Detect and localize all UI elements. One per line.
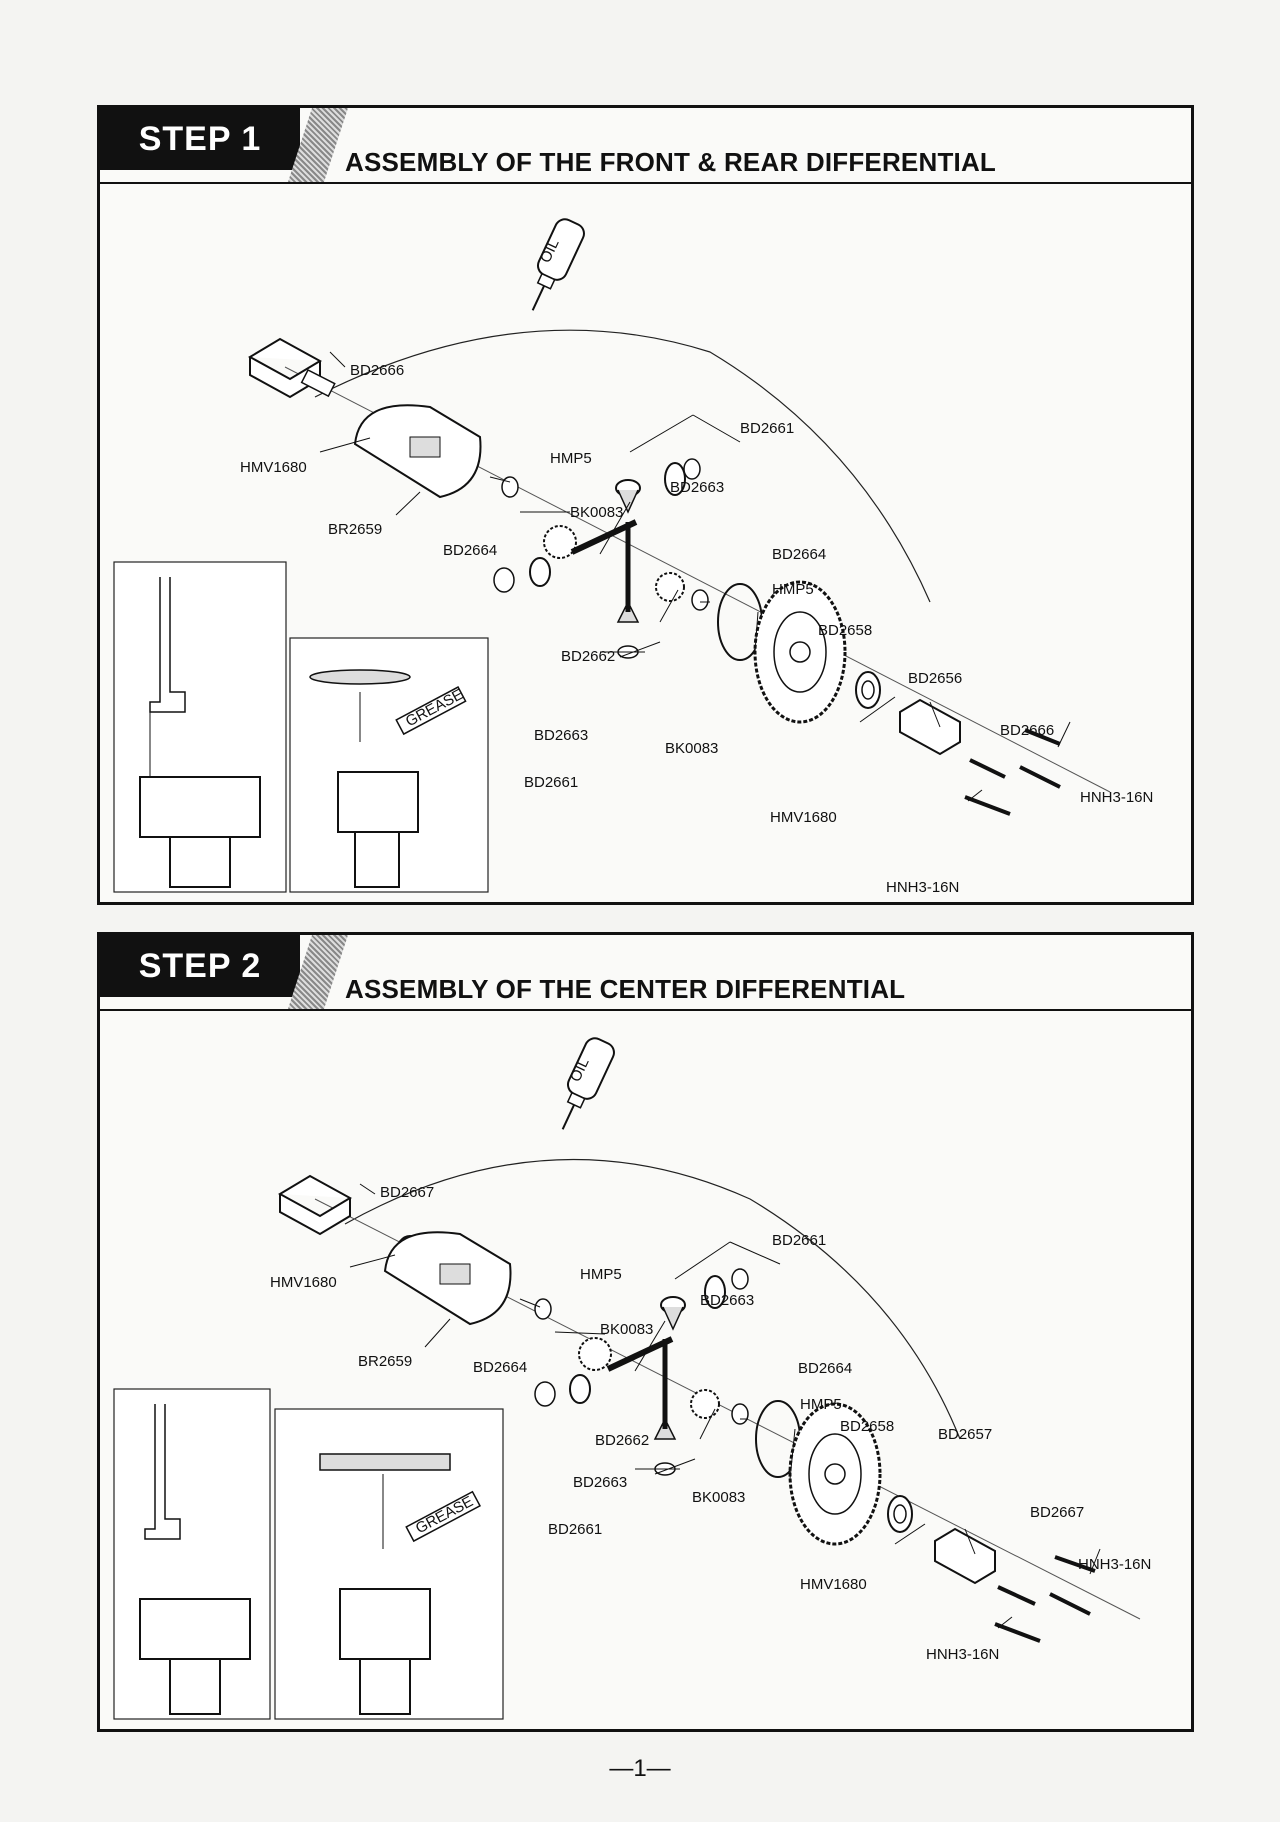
part-label-outdrive-bottom: BD2667	[1030, 1504, 1084, 1521]
part-label-gear-top: BD2663	[700, 1292, 754, 1309]
part-label-case: BR2659	[328, 521, 382, 538]
part-label-case: BR2659	[358, 1353, 412, 1370]
part-label-bearing-right: HMV1680	[770, 809, 837, 826]
step-2-exploded-diagram: OIL	[113, 1037, 1151, 1720]
outdrive-cup-bottom-icon	[934, 1527, 996, 1585]
part-label-ring-gear: BD2657	[938, 1426, 992, 1443]
part-label-outdrive-top: BD2666	[350, 362, 404, 379]
spider-gear-left-icon	[569, 1374, 591, 1404]
side-gear-left-icon	[543, 525, 577, 559]
screw-icon	[964, 728, 1061, 816]
part-label-shim-bottom: BD2661	[524, 774, 578, 791]
outdrive-cup-icon	[277, 1174, 353, 1236]
oil-bottle-icon: OIL	[531, 218, 585, 311]
part-label-outdrive-top: BD2667	[380, 1184, 434, 1201]
part-label-pin-top: HMP5	[550, 450, 592, 467]
page-number: —1—	[609, 1755, 671, 1782]
step-1-tag: STEP 1	[100, 108, 300, 170]
part-label-gear-bottom: BD2663	[534, 727, 588, 744]
ring-gear-icon	[788, 1402, 882, 1546]
spider-gear-right-icon	[664, 462, 686, 496]
side-gear-left-icon	[578, 1337, 612, 1371]
oil-fill-inset	[113, 561, 287, 893]
part-label-bearing-right: HMV1680	[800, 1576, 867, 1593]
part-label-washer-bottom: BK0083	[692, 1489, 745, 1506]
part-label-pin-right: HMP5	[800, 1396, 842, 1413]
step-1-exploded-diagram: OIL	[113, 218, 1153, 896]
part-label-bearing-left: HMV1680	[270, 1274, 337, 1291]
outdrive-cup-icon	[247, 337, 336, 399]
part-label-shim-top: BD2661	[740, 420, 794, 437]
leader-lines	[319, 351, 1071, 802]
part-label-gasket: BD2658	[840, 1418, 894, 1435]
washer-icon	[493, 458, 709, 611]
diff-case-icon	[353, 404, 482, 499]
part-label-ring-gear: BD2656	[908, 670, 962, 687]
part-label-gear-left: BD2664	[473, 1359, 527, 1376]
part-label-shaft: BD2662	[561, 648, 615, 665]
part-label-screws-right: HNH3-16N	[1078, 1556, 1151, 1573]
part-label-gear-right: BD2664	[772, 546, 826, 563]
part-label-screws-bottom: HNH3-16N	[886, 879, 959, 896]
outdrive-cup-bottom-icon	[899, 698, 961, 756]
part-label-washer-top: BK0083	[570, 504, 623, 521]
part-label-gear-top: BD2663	[670, 479, 724, 496]
diff-case-icon	[383, 1231, 512, 1326]
part-label-outdrive-bottom: BD2666	[1000, 722, 1054, 739]
part-label-washer-bottom: BK0083	[665, 740, 718, 757]
step-1-header: STEP 1 ASSEMBLY OF THE FRONT & REAR DIFF…	[100, 108, 1191, 184]
part-label-washer-top: BK0083	[600, 1321, 653, 1338]
oil-fill-inset	[113, 1388, 271, 1720]
part-label-shaft: BD2662	[595, 1432, 649, 1449]
part-label-gear-right: BD2664	[798, 1360, 852, 1377]
part-label-shim-bottom: BD2661	[548, 1521, 602, 1538]
spider-gear-right-icon	[704, 1275, 726, 1309]
part-label-bearing-left: HMV1680	[240, 459, 307, 476]
ring-gear-icon	[753, 580, 847, 724]
step-2-header: STEP 2 ASSEMBLY OF THE CENTER DIFFERENTI…	[100, 935, 1191, 1011]
oil-path-line	[344, 1158, 961, 1440]
step-2-tag: STEP 2	[100, 935, 300, 997]
part-label-gasket: BD2658	[818, 622, 872, 639]
cross-shaft-icon	[606, 1336, 674, 1429]
grease-apply-inset: GREASE	[274, 1408, 504, 1720]
part-label-screws-bottom: HNH3-16N	[926, 1646, 999, 1663]
side-gear-right-icon	[655, 572, 685, 602]
screw-icon	[994, 1555, 1096, 1643]
step-2-title: ASSEMBLY OF THE CENTER DIFFERENTIAL	[345, 974, 906, 1004]
grease-apply-inset: GREASE	[289, 637, 489, 893]
side-gear-right-icon	[690, 1389, 720, 1419]
step-2-panel: STEP 2 ASSEMBLY OF THE CENTER DIFFERENTI…	[97, 932, 1194, 1732]
part-label-pin-top: HMP5	[580, 1266, 622, 1283]
oil-path-line	[314, 329, 931, 603]
part-label-shim-top: BD2661	[772, 1232, 826, 1249]
part-label-gear-bottom: BD2663	[573, 1474, 627, 1491]
spider-gear-left-icon	[529, 557, 551, 587]
bearing-right-icon	[887, 1495, 913, 1533]
cross-shaft-icon	[570, 519, 638, 612]
step-1-title: ASSEMBLY OF THE FRONT & REAR DIFFERENTIA…	[345, 147, 997, 177]
part-label-screws-right: HNH3-16N	[1080, 789, 1153, 806]
part-label-pin-right: HMP5	[772, 581, 814, 598]
step-1-panel: STEP 1 ASSEMBLY OF THE FRONT & REAR DIFF…	[97, 105, 1194, 905]
part-label-gear-left: BD2664	[443, 542, 497, 559]
leader-lines	[349, 1183, 1101, 1629]
bearing-right-icon	[855, 671, 881, 709]
spider-gear-top-icon	[660, 1296, 686, 1331]
oil-bottle-icon: OIL	[561, 1037, 615, 1130]
spider-gear-top-icon	[615, 479, 641, 514]
